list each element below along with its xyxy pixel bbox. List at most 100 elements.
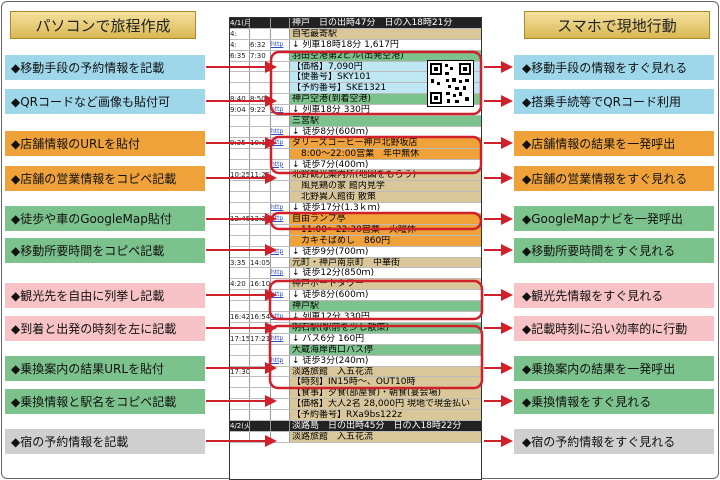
link-cell[interactable]: http	[271, 355, 290, 366]
schedule-row: カキそばめし 860円	[230, 235, 481, 247]
arrival-time: 3:35	[230, 257, 250, 268]
schedule-text: 元町・神戸南京町 中華街	[290, 257, 481, 268]
departure-time	[250, 192, 271, 203]
phone-feature-item: ◆店舗の営業情報をすぐ見れる	[514, 166, 714, 191]
link-cell[interactable]: http	[271, 290, 290, 301]
pc-feature-item: ◆移動手段の予約情報を記載	[5, 55, 205, 80]
schedule-text: 自由ランプ亭	[290, 214, 481, 224]
link-cell	[271, 344, 290, 355]
link-cell	[271, 410, 290, 420]
arrival-time	[230, 148, 250, 159]
departure-time: 7:30	[250, 50, 271, 61]
schedule-row: http↓ 徒歩12分(850ｍ)	[230, 268, 481, 280]
link-cell[interactable]: http	[271, 312, 290, 322]
highlight-transfer	[268, 324, 484, 390]
schedule-text: ↓ 徒歩7分(400ｍ)	[292, 159, 369, 170]
phone-feature-item: ◆店舗情報の結果を一発呼出	[514, 131, 714, 156]
link-cell	[271, 181, 290, 192]
pc-feature-item: ◆乗換情報と駅名をコピペ記載	[5, 389, 205, 414]
link-cell	[271, 170, 290, 181]
link-cell	[271, 83, 290, 94]
schedule-text: 【予約番号】RXa9bs122z	[290, 410, 481, 420]
schedule-row: 【食事】夕食(部屋食)・朝食(宴会場)	[230, 388, 481, 400]
arrival-time: 10:25	[230, 170, 250, 181]
link-cell[interactable]: http	[271, 268, 290, 279]
arrival-time	[230, 159, 250, 170]
arrival-time	[230, 355, 250, 366]
schedule-text: ↓ 列車18時18分 1,617円	[292, 39, 399, 50]
pc-feature-item: ◆宿の予約情報を記載	[5, 429, 205, 454]
arrival-time	[230, 301, 250, 312]
right-header: スマホで現地行動	[524, 11, 710, 39]
link-cell	[271, 94, 290, 105]
link-cell	[271, 366, 290, 377]
schedule-text: 神戸ポートタワー	[290, 279, 481, 290]
schedule-row: 三宮駅	[230, 116, 481, 127]
link-cell	[271, 61, 290, 72]
link-cell	[271, 399, 290, 410]
schedule-text: 大蔵海岸西口バス停	[290, 344, 481, 355]
schedule-text: 8:00～22:00営業 年中無休	[290, 148, 481, 159]
phone-feature-item: ◆乗換案内の結果を一発呼出	[514, 356, 714, 381]
link-cell[interactable]: http	[271, 39, 290, 50]
highlight-flight	[269, 50, 483, 116]
schedule-row: 4/1(月)神戸 日の出時47分 日の入18時21分	[230, 18, 481, 29]
arrival-time	[230, 83, 250, 94]
departure-time	[250, 410, 271, 420]
arrival-time	[230, 203, 250, 214]
pc-feature-item: ◆移動所要時間をコピペ記載	[5, 238, 205, 263]
link-cell	[271, 116, 290, 126]
schedule-text: 北野観光案内所(地図をもらう)	[290, 170, 481, 181]
link-cell	[271, 431, 290, 442]
arrival-time	[230, 72, 250, 83]
phone-feature-item: ◆記載時刻に沿い効率的に行動	[514, 316, 714, 341]
schedule-text: ↓ 徒歩8分(600ｍ)	[292, 126, 369, 137]
schedule-text: ↓ 徒歩9分(700ｍ)	[292, 246, 369, 257]
link-cell	[271, 322, 290, 333]
arrival-time: 4:	[230, 28, 250, 39]
arrival-time	[230, 399, 250, 410]
schedule-text: 北野異人館街 散策	[290, 192, 481, 203]
link-cell[interactable]: http	[271, 105, 290, 116]
schedule-text: 【価格】7,090円	[290, 61, 481, 72]
schedule-text: ↓ 徒歩12分(850ｍ)	[292, 268, 375, 279]
schedule-row: 【予約番号】RXa9bs122z	[230, 410, 481, 421]
departure-time	[250, 235, 271, 246]
pc-feature-item: ◆店舗情報のURLを貼付	[5, 131, 205, 156]
phone-feature-item: ◆GoogleMapナビを一発呼出	[514, 206, 714, 231]
link-cell[interactable]: http	[271, 246, 290, 257]
link-cell[interactable]: http	[271, 137, 290, 148]
arrival-time	[230, 410, 250, 420]
link-cell[interactable]: http	[271, 126, 290, 137]
schedule-text: 【便番号】SKY101	[290, 72, 481, 83]
schedule-text: 淡路旅館 入五花流	[290, 366, 481, 377]
link-cell[interactable]: http	[271, 203, 290, 214]
departure-time	[250, 116, 271, 126]
schedule-text: 淡路島 日の出時45分 日の入18時22分	[292, 420, 462, 431]
arrival-time: 17:15	[230, 333, 250, 344]
link-cell	[271, 235, 290, 246]
highlight-cafe	[269, 135, 483, 175]
departure-time	[250, 420, 271, 431]
link-cell[interactable]: http	[271, 159, 290, 170]
pc-feature-item: ◆乗換案内の結果URLを貼付	[5, 356, 205, 381]
schedule-text: 羽田空港第2ビル(出発空港)	[290, 50, 481, 61]
phone-feature-item: ◆観光先情報をすぐ見れる	[514, 283, 714, 308]
qr-code-image	[427, 60, 474, 107]
phone-feature-item: ◆移動所要時間をすぐ見れる	[514, 238, 714, 263]
schedule-text: 神戸 日の出時47分 日の入18時21分	[292, 18, 453, 28]
link-cell[interactable]: http	[271, 214, 290, 224]
link-cell[interactable]: http	[271, 333, 290, 344]
schedule-text: 神戸空港(到着空港)	[290, 94, 481, 105]
link-cell	[271, 148, 290, 159]
link-cell	[271, 377, 290, 388]
schedule-text: ダリーズコーヒー神戸北野坂店	[290, 137, 481, 148]
pc-feature-item: ◆徒歩や車のGoogleMap貼付	[5, 206, 205, 231]
schedule-text: ↓ 徒歩8分(600ｍ)	[292, 290, 369, 301]
schedule-text: ↓ 列車12分 330円	[292, 312, 370, 322]
schedule-text: 【食事】夕食(部屋食)・朝食(宴会場)	[290, 388, 481, 399]
